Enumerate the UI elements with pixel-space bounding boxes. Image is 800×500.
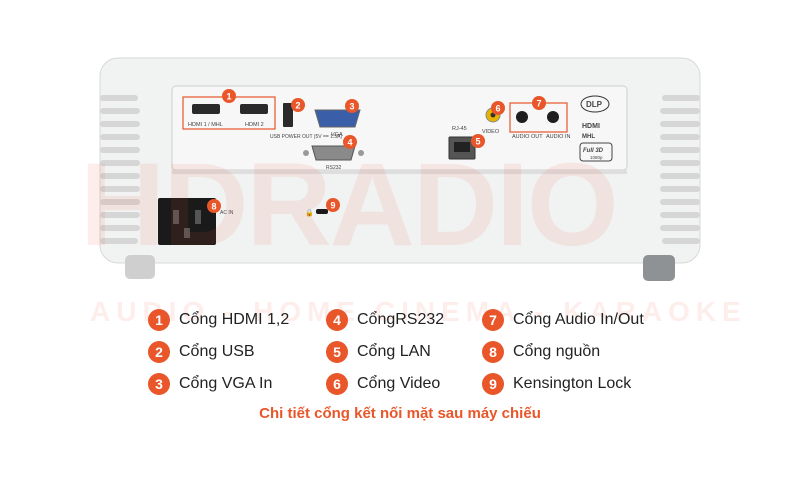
legend-label: CổngRS232 (357, 311, 445, 328)
badge-5 (471, 134, 485, 148)
left-vent (100, 95, 140, 244)
legend-item: 2 Cổng USB (148, 340, 255, 364)
badge-7 (532, 96, 546, 110)
legend-item: 6 Cổng Video (326, 372, 440, 396)
projector-rear-illustration: HDMI 1 / MHL HDMI 2 USB POWER OUT (5V ==… (99, 57, 701, 281)
legend-item: 5 Cổng LAN (326, 340, 431, 364)
caption: Chi tiết cổng kết nối mặt sau máy chiếu (259, 405, 541, 422)
svg-text:8: 8 (211, 202, 216, 212)
legend-number: 1 (148, 309, 170, 331)
legend-item: 4 CổngRS232 (326, 308, 444, 332)
right-foot (643, 255, 675, 281)
legend-item: 1 Cổng HDMI 1,2 (148, 308, 289, 332)
legend-number: 3 (148, 373, 170, 395)
legend-item: 7 Cổng Audio In/Out (482, 308, 644, 332)
kensington-slot (316, 209, 328, 214)
legend-label: Cổng USB (179, 343, 255, 360)
legend-label: Cổng HDMI 1,2 (179, 311, 290, 328)
badge-3 (345, 99, 359, 113)
right-vent (660, 95, 700, 244)
audio-out-port (516, 111, 528, 123)
usb-label: USB POWER OUT (5V == 1.5A) (270, 134, 342, 140)
hdmi1-port (192, 104, 220, 114)
svg-text:DLP: DLP (586, 100, 603, 109)
legend-label: Cổng nguồn (513, 343, 601, 360)
legend-label: Cổng LAN (357, 343, 431, 360)
hdmi2-label: HDMI 2 (245, 122, 264, 128)
hdmi-logo: HDMI (582, 123, 600, 130)
legend-label: Cổng Audio In/Out (513, 311, 644, 328)
badge-8 (207, 199, 221, 213)
rs232-port (311, 145, 356, 161)
legend-number: 5 (326, 341, 348, 363)
rj45-label: RJ-45 (452, 126, 467, 132)
svg-text:1: 1 (226, 92, 231, 102)
hdmi2-port (240, 104, 268, 114)
svg-text:9: 9 (330, 201, 335, 211)
legend-number: 8 (482, 341, 504, 363)
svg-text:5: 5 (475, 137, 480, 147)
audio-in-port (547, 111, 559, 123)
callout-badges: 1 2 3 4 5 6 7 8 9 (207, 89, 546, 213)
legend-item: 8 Cổng nguồn (482, 340, 600, 364)
full3d-logo (579, 142, 613, 162)
badge-6 (491, 101, 505, 115)
legend-label: Cổng Video (357, 375, 441, 392)
badge-4 (343, 135, 357, 149)
dlp-logo (580, 95, 610, 113)
badge-1 (222, 89, 236, 103)
audio-in-label: AUDIO IN (546, 134, 570, 140)
legend-number: 6 (326, 373, 348, 395)
power-socket (158, 198, 216, 245)
legend-item: 9 Kensington Lock (482, 372, 631, 396)
left-foot (125, 255, 155, 279)
svg-text:Full 3D: Full 3D (583, 148, 604, 154)
audio-out-label: AUDIO OUT (512, 134, 543, 140)
mhl-logo: MHL (582, 134, 595, 140)
legend-number: 2 (148, 341, 170, 363)
ac-in-label: AC IN (220, 210, 234, 216)
legend-number: 9 (482, 373, 504, 395)
legend-label: Kensington Lock (513, 375, 632, 392)
rs232-label: RS232 (326, 165, 342, 171)
svg-text:4: 4 (347, 138, 352, 148)
badge-2 (291, 98, 305, 112)
vga-label: VGA (331, 132, 343, 138)
svg-text:3: 3 (349, 102, 354, 112)
svg-text:6: 6 (495, 104, 500, 114)
hdmi1-label: HDMI 1 / MHL (188, 122, 223, 128)
video-label: VIDEO (482, 129, 500, 135)
legend-item: 3 Cổng VGA In (148, 372, 272, 396)
svg-text:1080p: 1080p (590, 155, 603, 160)
lock-icon: 🔒 (305, 209, 314, 217)
usb-port (283, 103, 293, 127)
legend-number: 4 (326, 309, 348, 331)
svg-text:7: 7 (536, 99, 541, 109)
legend-label: Cổng VGA In (179, 375, 273, 392)
legend-number: 7 (482, 309, 504, 331)
svg-text:2: 2 (295, 101, 300, 111)
badge-9 (326, 198, 340, 212)
vga-port (314, 109, 361, 128)
